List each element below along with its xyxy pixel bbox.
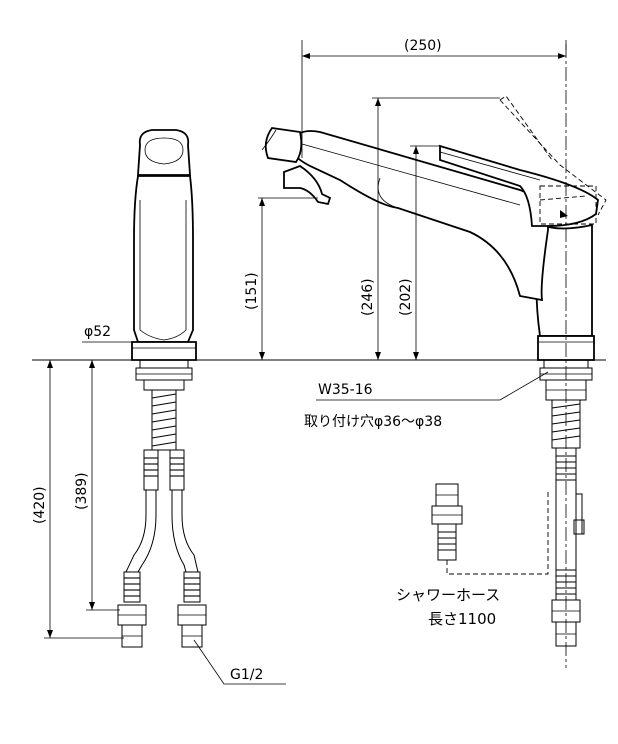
hose-length-label: 長さ1100 [428, 610, 496, 628]
dimension-below-inner-label: (389) [74, 472, 90, 510]
mount-thread-label: W35-16 [318, 382, 373, 398]
dimension-height-spout-label: (151) [244, 272, 260, 310]
dimension-height-spout [258, 197, 318, 360]
dimension-below-inner [86, 360, 120, 611]
hose-name-label: シャワーホース [396, 586, 500, 604]
dimension-height-total-label: (246) [360, 278, 376, 316]
diameter-base-label: φ52 [84, 324, 111, 340]
shower-hose-detail [431, 483, 549, 575]
faucet-side-view [131, 129, 197, 361]
dimension-below-total-label: (420) [32, 486, 48, 524]
left-mount-assembly [117, 359, 207, 648]
mount-hole-label: 取り付け穴φ36～φ38 [304, 414, 442, 430]
dimension-height-total [372, 97, 500, 360]
right-mount-assembly [539, 359, 593, 647]
dimension-below-total [44, 360, 124, 639]
dimension-width-top-label: (250) [404, 38, 442, 54]
pipe-thread-label: G1/2 [230, 667, 263, 683]
faucet-front-view [261, 95, 607, 361]
dimension-height-lever [410, 145, 442, 360]
dimension-width-top [301, 40, 567, 158]
dimension-height-lever-label: (202) [398, 278, 414, 316]
